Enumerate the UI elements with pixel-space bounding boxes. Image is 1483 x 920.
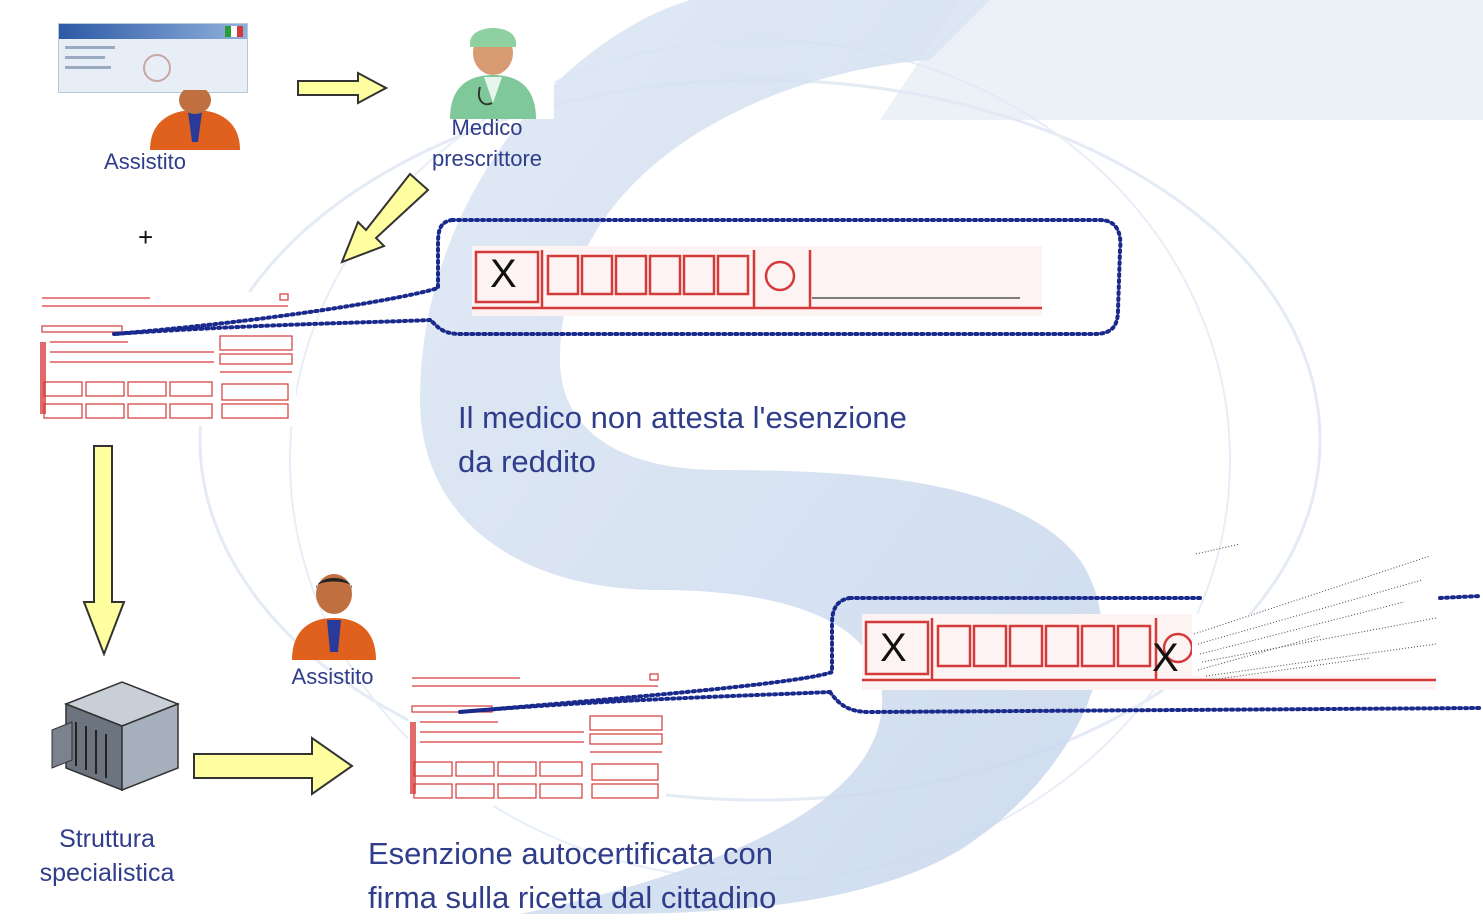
health-card-image bbox=[58, 23, 248, 93]
mark-x-bottom-left: X bbox=[880, 626, 907, 670]
callout-top bbox=[112, 218, 1123, 336]
doctor-icon bbox=[450, 28, 536, 119]
label-assistito-bottom: Assistito bbox=[291, 664, 374, 689]
mark-x-bottom-right: X bbox=[1152, 636, 1179, 680]
prescription-form-bottom bbox=[408, 672, 666, 806]
arrow-to-structure bbox=[82, 445, 126, 656]
assistito-person-bottom-icon bbox=[292, 574, 376, 660]
plus-sign: + bbox=[138, 222, 154, 252]
label-medico: Medico prescrittore bbox=[431, 115, 543, 171]
callout-bottom bbox=[458, 594, 1482, 715]
caption-bottom: Esenzione autocertificata con firma sull… bbox=[368, 836, 777, 915]
building-icon bbox=[51, 681, 180, 792]
label-assistito-top: Assistito bbox=[104, 149, 186, 174]
exemption-strip-top bbox=[472, 246, 1042, 316]
arrow-to-prescription-bottom bbox=[193, 736, 354, 796]
arrow-to-prescription bbox=[340, 172, 430, 264]
caption-top: Il medico non attesta l'esenzione da red… bbox=[458, 400, 907, 479]
exemption-strip-bottom bbox=[862, 614, 1436, 690]
arrow-to-doctor bbox=[297, 71, 388, 105]
signature-scribble bbox=[1193, 543, 1437, 681]
prescription-form-top bbox=[38, 292, 296, 426]
doctor-image bbox=[432, 7, 554, 119]
label-struttura: Struttura specialistica bbox=[39, 825, 175, 887]
assistito-person-icon bbox=[150, 90, 240, 150]
mark-x-top: X bbox=[490, 252, 517, 296]
